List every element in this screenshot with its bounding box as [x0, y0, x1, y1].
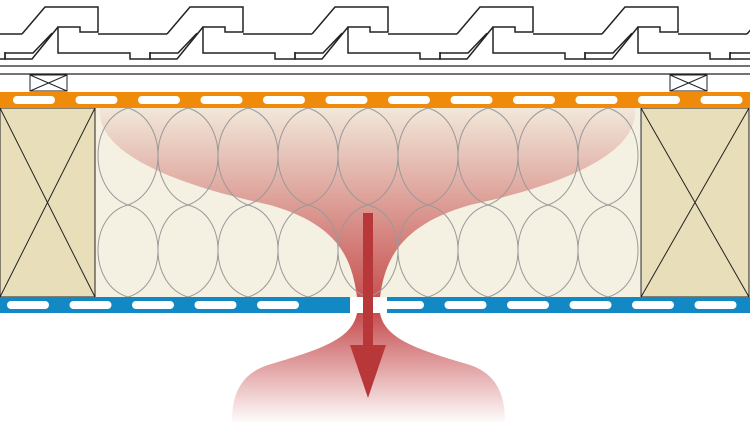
outer-membrane-perforations	[13, 96, 743, 104]
perforation	[638, 96, 680, 104]
perforation	[138, 96, 180, 104]
insulation-loop	[97, 204, 159, 298]
perforation	[257, 301, 299, 309]
perforation	[194, 301, 237, 309]
perforation	[700, 96, 743, 104]
insulation-loop	[577, 204, 639, 298]
roof-tile-edge	[149, 26, 204, 60]
perforation	[75, 96, 118, 104]
moisture-plume-inside	[99, 108, 636, 297]
perforation	[69, 301, 112, 309]
perforation	[569, 301, 612, 309]
perforation	[694, 301, 737, 309]
counter-batten-left	[29, 74, 68, 92]
perforation	[13, 96, 55, 104]
roof-tile-edge	[439, 26, 494, 60]
vapour-barrier-perforations	[7, 301, 737, 309]
perforation	[444, 301, 487, 309]
perforation	[513, 96, 555, 104]
roof-tile	[601, 6, 750, 60]
stud-right	[640, 107, 750, 298]
perforation	[632, 301, 674, 309]
insulation-loop	[397, 204, 459, 298]
outer-membrane-band	[0, 92, 750, 108]
perforation	[132, 301, 174, 309]
perforation	[7, 301, 49, 309]
insulation-loop	[517, 204, 579, 298]
perforation	[263, 96, 305, 104]
perforation	[200, 96, 243, 104]
counter-batten-right	[669, 74, 708, 92]
moisture-flow-arrow-icon	[350, 213, 386, 398]
perforation	[388, 96, 430, 104]
insulation-loop	[217, 204, 279, 298]
roof-tile-edge	[729, 52, 750, 60]
insulation-loop	[157, 204, 219, 298]
insulation-fibres	[97, 107, 639, 298]
roof-tile-edge	[584, 26, 639, 60]
roof-tiles	[0, 6, 750, 60]
roof-tile	[746, 29, 750, 35]
perforation	[575, 96, 618, 104]
perforation	[507, 301, 549, 309]
insulation-loop	[337, 204, 399, 298]
insulation-loop	[457, 204, 519, 298]
stud-left	[0, 107, 96, 298]
insulation-loop	[277, 204, 339, 298]
roof-tile-edge	[4, 26, 59, 60]
perforation	[450, 96, 493, 104]
roof-tile-edge	[294, 26, 349, 60]
perforation	[382, 301, 424, 309]
perforation	[325, 96, 368, 104]
